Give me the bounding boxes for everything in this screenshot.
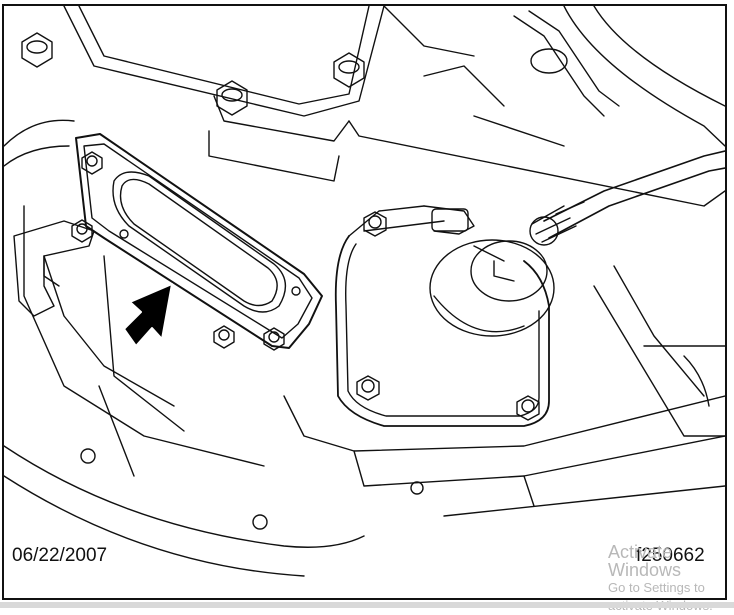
cylinder-housing	[334, 205, 555, 427]
illustration-frame	[2, 4, 727, 600]
gasket-cover-plate	[75, 133, 323, 351]
bottom-scroll-strip	[0, 602, 734, 608]
mounting-holes	[80, 448, 424, 530]
housing-outline	[4, 6, 725, 577]
top-bolts	[21, 32, 365, 116]
arrow-icon	[123, 283, 173, 347]
watermark-title: Activate Windows	[608, 542, 682, 580]
left-bracket	[13, 219, 95, 317]
technical-illustration	[4, 6, 725, 577]
figure-date: 06/22/2007	[12, 545, 108, 566]
watermark-subtitle: Go to Settings to activate Windows.	[608, 580, 713, 613]
hydraulic-line	[513, 10, 725, 246]
figure-id: f250662	[636, 545, 705, 566]
